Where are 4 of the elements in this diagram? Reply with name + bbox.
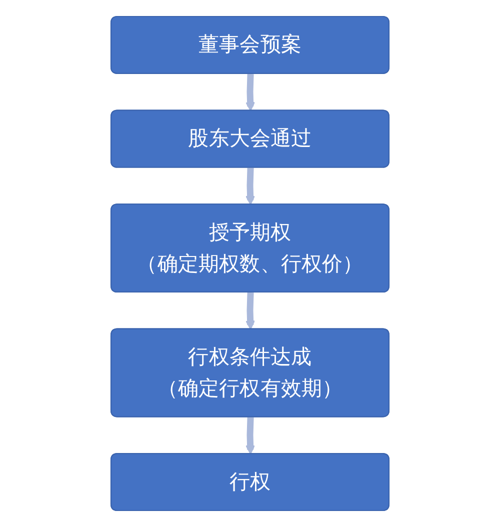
arrow xyxy=(246,168,256,206)
arrow xyxy=(246,292,256,330)
arrow xyxy=(246,417,256,455)
arrow xyxy=(246,74,256,112)
